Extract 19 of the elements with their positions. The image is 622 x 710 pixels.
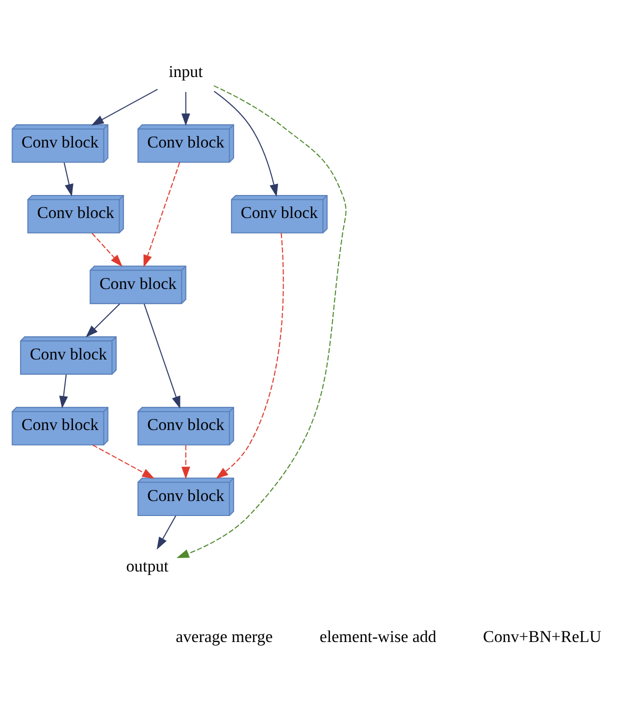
- arrow: [181, 91, 190, 126]
- arrow: [181, 444, 190, 479]
- arrow: [144, 162, 180, 267]
- node-text: output: [126, 556, 169, 575]
- arrow: [216, 232, 284, 478]
- arrow: [92, 232, 123, 266]
- node-text: input: [168, 61, 203, 80]
- arrow: [59, 374, 68, 408]
- arrow: [64, 162, 74, 196]
- arrow: [176, 84, 346, 558]
- legend-label: average merge: [176, 626, 273, 646]
- arrow: [144, 303, 180, 408]
- legend-label: Conv+BN+ReLU: [483, 626, 602, 646]
- arrow: [91, 88, 158, 125]
- arrow: [214, 90, 278, 196]
- arrow: [92, 444, 155, 478]
- legend-label: element-wise add: [320, 626, 436, 646]
- arrow: [86, 303, 120, 337]
- arrow: [156, 515, 176, 550]
